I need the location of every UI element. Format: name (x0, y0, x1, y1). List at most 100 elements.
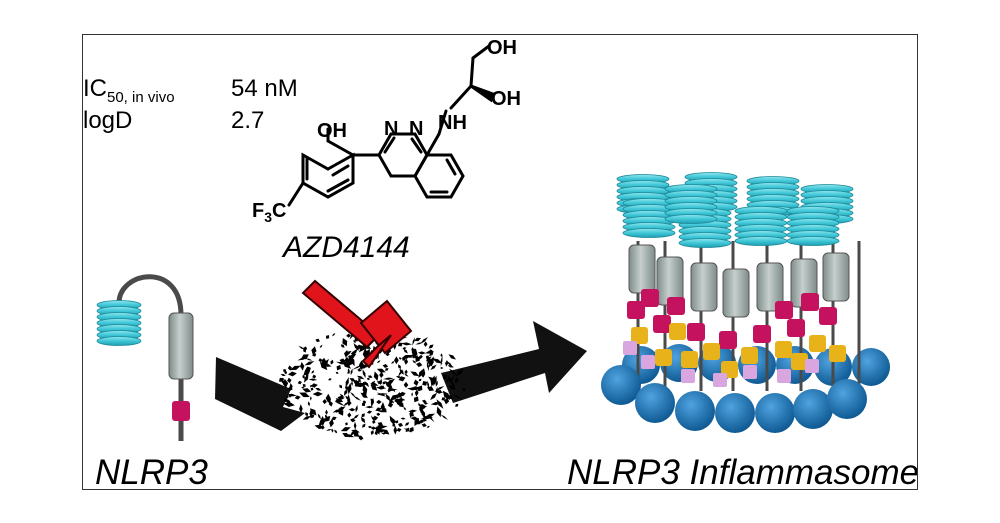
debris-shard (356, 375, 365, 380)
debris-shard (342, 337, 348, 347)
debris-shard (389, 399, 395, 404)
debris-shard (376, 360, 381, 364)
card-domain (681, 369, 695, 383)
ic50-label: IC50, in vivo (83, 75, 175, 106)
debris-shard (319, 344, 323, 349)
debris-shard (360, 383, 366, 387)
debris-shard (413, 396, 419, 403)
pyd-domain (775, 301, 793, 319)
debris-shard (400, 417, 406, 420)
debris-shard (414, 417, 419, 426)
debris-shard (302, 388, 312, 393)
debris-shard (370, 430, 374, 435)
debris-shard (284, 398, 288, 403)
debris-shard (422, 381, 428, 386)
debris-shard (430, 392, 438, 401)
debris-shard (349, 391, 356, 398)
debris-shard (420, 368, 426, 378)
debris-shard (421, 423, 427, 428)
debris-shard (362, 369, 366, 379)
debris-shard (353, 395, 361, 401)
molecule-name: AZD4144 (283, 231, 410, 264)
caspase-ball (852, 348, 890, 386)
debris-shard (442, 390, 451, 401)
debris-shard (420, 419, 428, 422)
debris-shard (303, 348, 307, 353)
nlrp3-monomer (96, 274, 194, 441)
debris-shard (315, 388, 322, 391)
debris-shard (372, 419, 376, 424)
debris-shard (446, 378, 449, 383)
debris-shard (384, 368, 389, 371)
debris-shard (347, 393, 351, 406)
nacht-domain (628, 244, 656, 294)
debris-shard (330, 359, 334, 365)
debris-shard (379, 371, 384, 379)
lrr-disc-stack (786, 206, 840, 246)
debris-shard (287, 371, 297, 377)
debris-shard (328, 378, 332, 381)
pyd-domain (641, 289, 659, 307)
debris-shard (455, 403, 459, 407)
debris-shard (352, 364, 363, 370)
debris-shard (385, 394, 391, 402)
debris-shard (305, 358, 313, 361)
debris-shard (353, 421, 357, 430)
debris-shard (353, 431, 360, 437)
debris-shard (298, 345, 305, 350)
debris-shard (340, 427, 351, 432)
debris-shard (289, 365, 301, 371)
debris-shard (402, 347, 407, 350)
debris-shard (362, 423, 366, 428)
debris-shard (308, 378, 318, 381)
debris-shard (397, 422, 404, 427)
asc-domain (809, 335, 826, 352)
debris-shard (394, 398, 400, 403)
debris-shard (448, 354, 457, 360)
debris-shard (427, 386, 434, 392)
debris-shard (324, 416, 331, 422)
pyd-domain (653, 315, 671, 333)
debris-shard (414, 389, 419, 397)
debris-shard (329, 418, 334, 428)
debris-shard (396, 427, 402, 432)
debris-shard (403, 381, 409, 388)
complex-label: NLRP3 Inflammasome (567, 453, 918, 490)
asc-domain (829, 345, 846, 362)
debris-shard (437, 389, 442, 394)
debris-shard (398, 364, 401, 370)
debris-shard (411, 392, 413, 397)
nacht-domain (822, 252, 850, 302)
debris-shard (304, 361, 315, 366)
card-domain (641, 355, 655, 369)
debris-shard (325, 414, 327, 418)
debris-shard (379, 378, 383, 386)
debris-shard (315, 338, 320, 343)
debris-shard (283, 368, 287, 373)
debris-shard (358, 435, 364, 441)
debris-shard (403, 348, 408, 354)
debris-shard (417, 404, 428, 408)
debris-shard (360, 392, 368, 399)
debris-shard (347, 371, 351, 374)
debris-shard (300, 361, 305, 371)
debris-shard (317, 413, 321, 420)
debris-shard (366, 410, 373, 414)
debris-shard (375, 407, 382, 412)
nacht-domain (756, 262, 784, 312)
debris-shard (345, 377, 349, 388)
lrr-disc-stack (622, 198, 676, 238)
debris-shard (454, 377, 459, 384)
asc-domain (655, 349, 672, 366)
debris-shard (338, 408, 344, 416)
pyd-domain (787, 319, 805, 337)
debris-shard (391, 360, 395, 364)
debris-shard (286, 395, 289, 399)
debris-shard (421, 399, 427, 403)
debris-shard (353, 414, 359, 420)
nacht-domain (722, 268, 750, 318)
debris-shard (449, 368, 458, 377)
lrr-disc-stack (664, 184, 718, 224)
debris-shard (350, 418, 356, 423)
debris-shard (370, 397, 374, 408)
